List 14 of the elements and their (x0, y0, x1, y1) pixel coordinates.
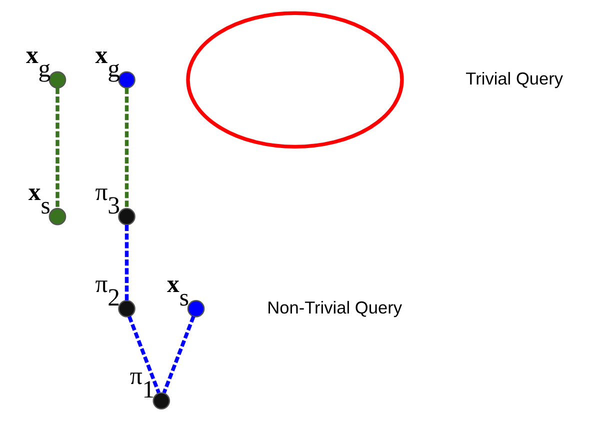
label: Trivial Query (465, 68, 563, 88)
connector (127, 316, 160, 394)
node-circle (186, 300, 204, 318)
node-circle (152, 392, 170, 410)
node-circle (48, 208, 66, 226)
connector (124, 224, 128, 300)
label: Non-Trivial Query (266, 297, 402, 318)
node-circle (118, 300, 135, 318)
node-circle (118, 208, 135, 226)
connector (124, 88, 128, 208)
node-circle (118, 71, 135, 89)
node-ellipse (186, 11, 404, 149)
connector (55, 88, 59, 208)
connector (162, 316, 195, 394)
